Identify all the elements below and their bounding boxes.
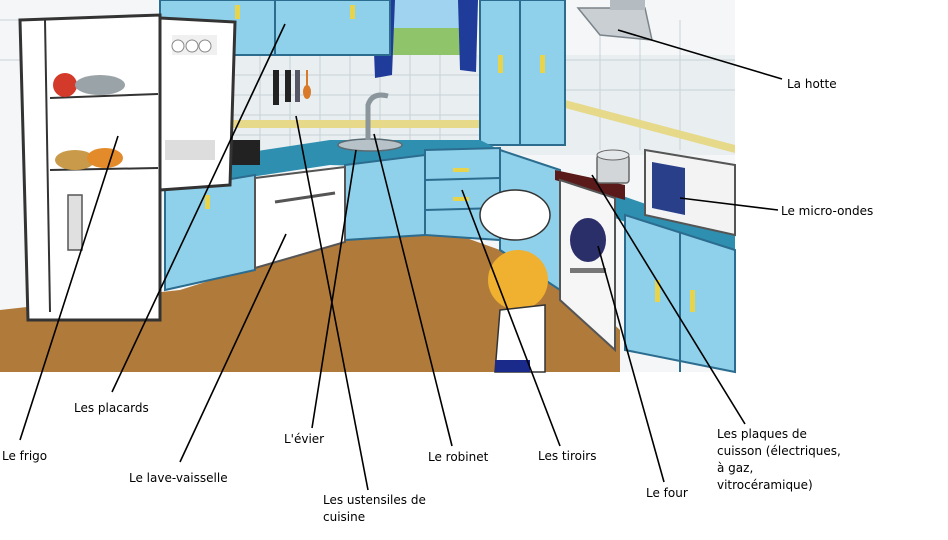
label-lave-vaisselle: Le lave-vaisselle <box>129 471 228 485</box>
leader-tiroirs <box>461 189 561 447</box>
label-placards: Les placards <box>74 401 149 415</box>
label-robinet: Le robinet <box>428 450 489 464</box>
leader-placards <box>111 23 286 393</box>
leader-micro-ondes <box>679 197 779 211</box>
leader-lave-vaisselle <box>179 233 287 463</box>
label-micro-ondes: Le micro-ondes <box>781 204 874 218</box>
leader-four <box>597 245 665 483</box>
leader-ustensiles <box>295 115 369 491</box>
label-plaques: Les plaques de cuisson (électriques, à g… <box>717 427 841 492</box>
kitchen-illustration <box>0 0 736 374</box>
label-tiroirs: Les tiroirs <box>538 449 597 463</box>
leader-lines <box>19 23 783 491</box>
label-frigo: Le frigo <box>2 449 48 463</box>
label-ustensiles: Les ustensiles de cuisine <box>323 493 426 524</box>
leader-evier <box>311 149 357 429</box>
leader-frigo <box>19 135 119 441</box>
label-evier: L'évier <box>284 432 325 446</box>
leader-robinet <box>373 133 453 447</box>
label-hotte: La hotte <box>787 77 837 91</box>
leader-plaques <box>591 174 746 425</box>
leader-hotte <box>617 29 783 80</box>
label-four: Le four <box>646 486 688 500</box>
